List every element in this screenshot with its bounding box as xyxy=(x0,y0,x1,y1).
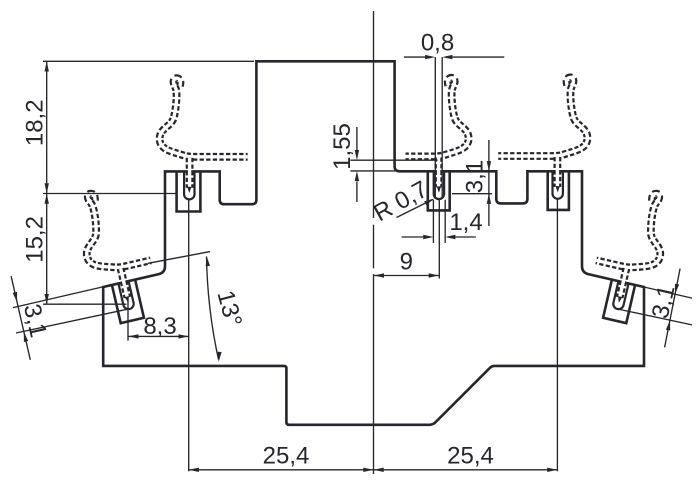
svg-text:15,2: 15,2 xyxy=(22,216,49,263)
svg-text:3,1: 3,1 xyxy=(462,160,489,193)
svg-text:1,4: 1,4 xyxy=(449,209,482,236)
svg-text:25,4: 25,4 xyxy=(263,443,310,470)
svg-text:18,2: 18,2 xyxy=(22,99,49,146)
svg-text:25,4: 25,4 xyxy=(447,443,494,470)
svg-text:9: 9 xyxy=(400,248,413,275)
svg-text:0,8: 0,8 xyxy=(421,30,454,57)
svg-text:1,55: 1,55 xyxy=(329,123,356,170)
svg-text:8,3: 8,3 xyxy=(143,313,176,340)
